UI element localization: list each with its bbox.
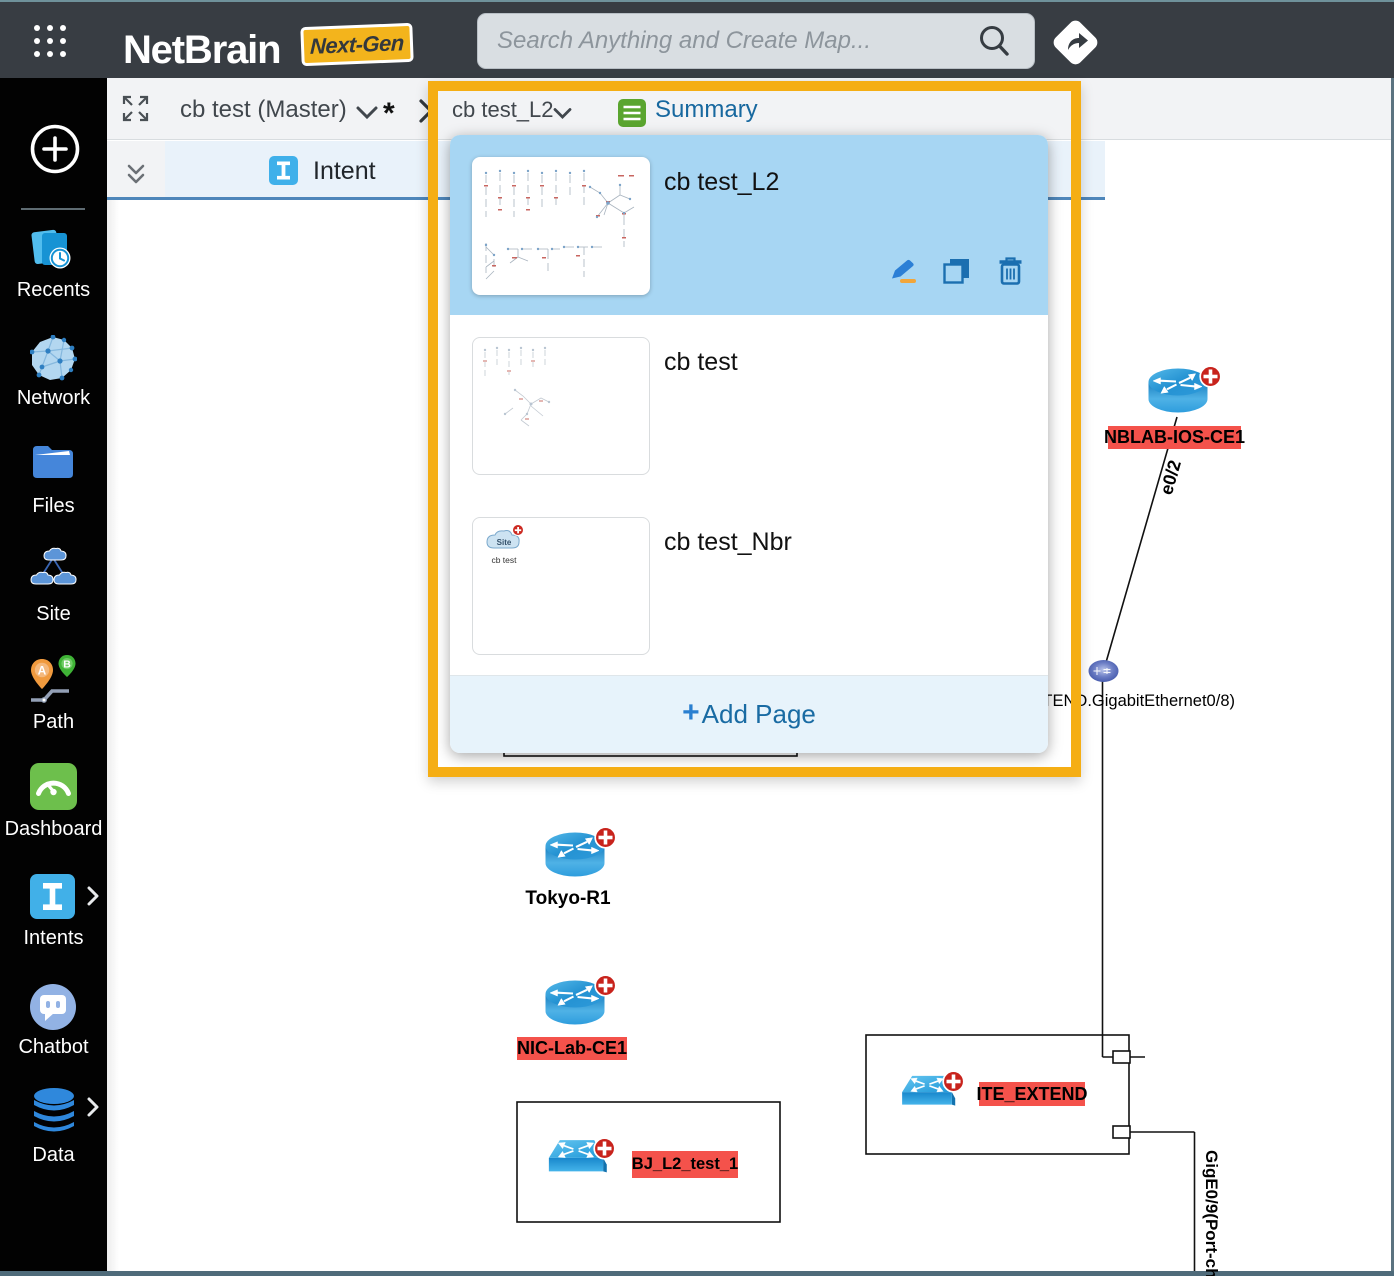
- svg-text:B: B: [63, 659, 71, 671]
- svg-text:Site: Site: [497, 538, 512, 547]
- svg-text:A: A: [38, 664, 47, 678]
- svg-text:cb test: cb test: [491, 555, 517, 565]
